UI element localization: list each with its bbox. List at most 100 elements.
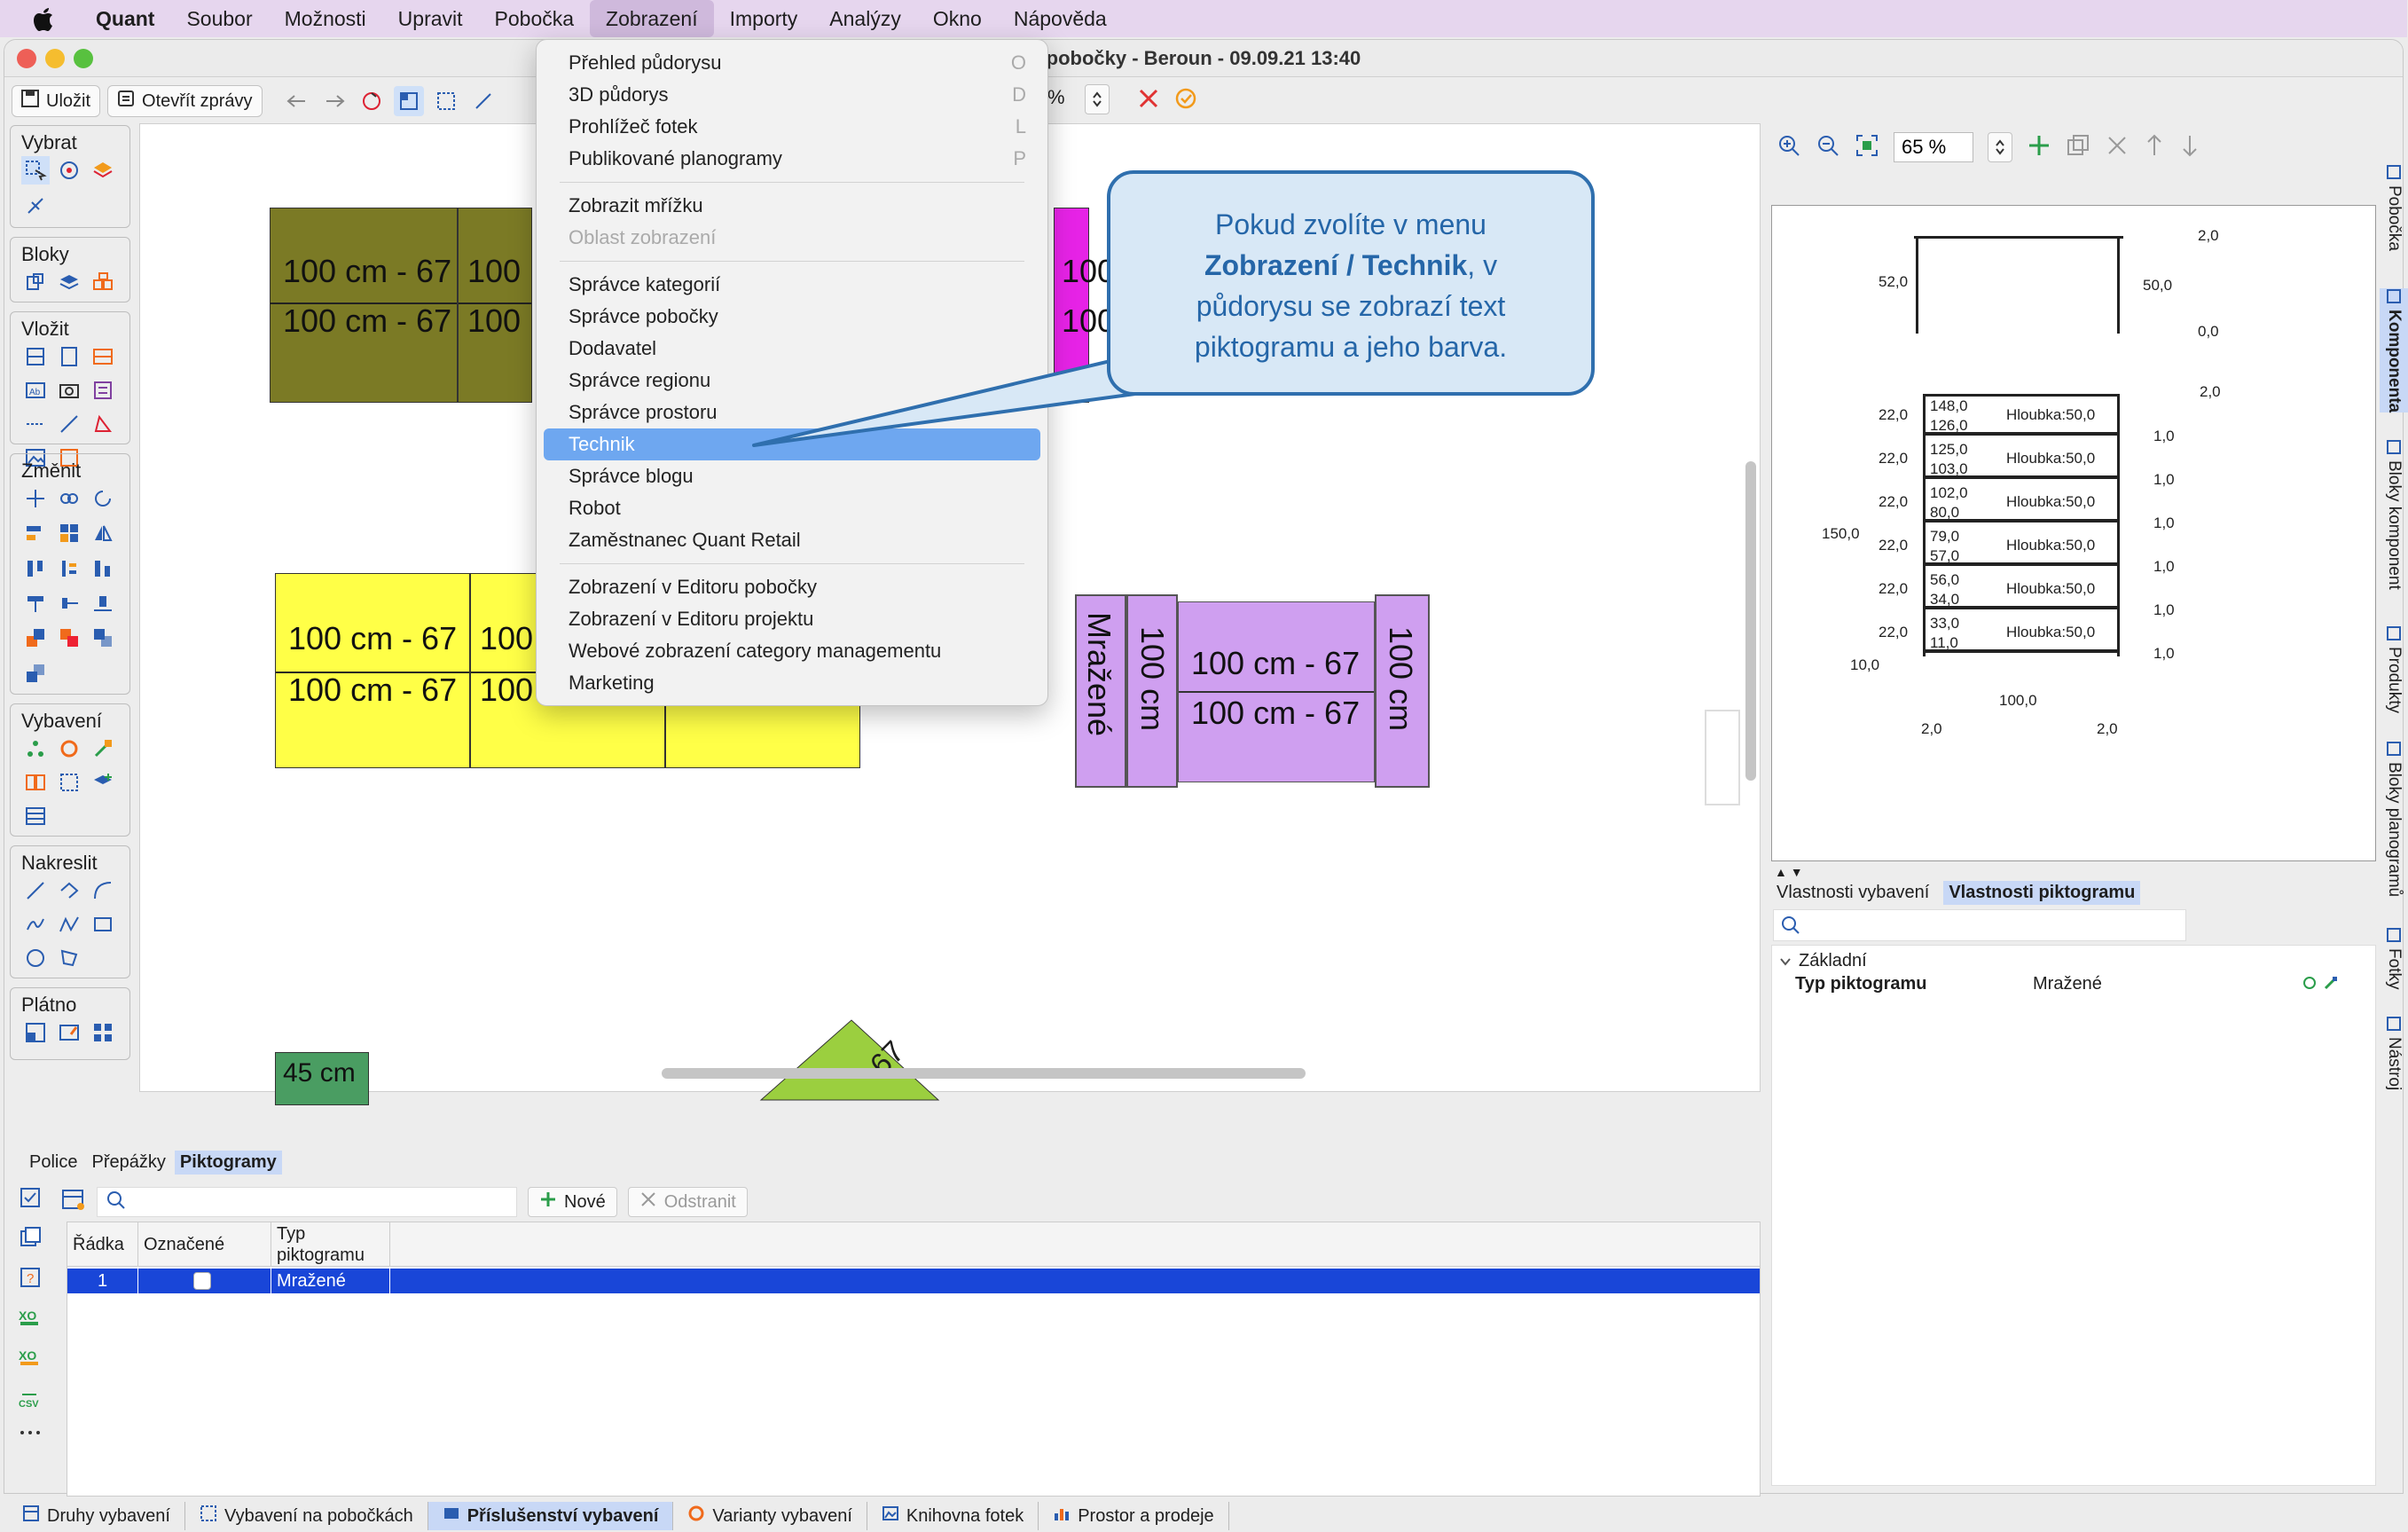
column-header-radka[interactable]: Řádka [67, 1222, 138, 1267]
copy-tool-icon[interactable] [21, 624, 50, 652]
zoom-out-icon[interactable] [1816, 133, 1840, 162]
shelf-row[interactable] [1926, 570, 2120, 609]
lasso-tool-icon[interactable] [21, 192, 50, 220]
insert-wall-icon[interactable] [89, 342, 117, 371]
edit-icon[interactable] [2324, 976, 2338, 994]
align-top-icon[interactable] [21, 554, 50, 583]
align-middle-icon[interactable] [55, 589, 83, 617]
apple-icon[interactable] [30, 5, 57, 32]
draw-curve-icon[interactable] [21, 910, 50, 939]
small-block[interactable]: 45 cm [275, 1052, 369, 1105]
property-search-input[interactable] [1773, 909, 2186, 941]
draw-rect-icon[interactable] [89, 910, 117, 939]
shelf-row[interactable] [1926, 613, 2120, 653]
equipment-edit-icon[interactable] [89, 735, 117, 763]
insert-panel-icon[interactable] [89, 376, 117, 405]
menu-upravit[interactable]: Upravit [397, 7, 463, 30]
draw-arc-icon[interactable] [89, 876, 117, 905]
menu-item-10[interactable]: Správce prostoru [537, 397, 1047, 428]
menu-item-12[interactable]: Správce blogu [537, 460, 1047, 492]
confirm-icon[interactable] [1173, 86, 1198, 115]
menu-moznosti[interactable]: Možnosti [284, 7, 366, 30]
zoom-in-icon[interactable] [1777, 133, 1801, 162]
swap-tool-icon[interactable] [55, 624, 83, 652]
menu-item-4[interactable]: Zobrazit mřížku [537, 190, 1047, 222]
redo-icon[interactable] [319, 86, 349, 116]
reset-icon[interactable] [2302, 976, 2317, 994]
align-left-icon[interactable] [21, 519, 50, 547]
shelf-block[interactable]: 100 cm - 67 100 cm - 67 [275, 573, 470, 768]
vtab-5[interactable]: Fotky [2380, 927, 2408, 989]
menu-zobrazeni[interactable]: Zobrazení [590, 0, 714, 37]
component-zoom-stepper[interactable] [1988, 132, 2012, 162]
menu-item-11[interactable]: Technik [544, 428, 1040, 460]
insert-text-icon[interactable]: Ab [21, 376, 50, 405]
vtab-3[interactable]: Produkty [2380, 625, 2408, 713]
block-tool-icon[interactable] [21, 268, 50, 296]
vertical-scrollbar[interactable] [1745, 461, 1756, 781]
bottom-search-input[interactable] [97, 1187, 517, 1217]
equipment-link-icon[interactable] [55, 735, 83, 763]
delete-button[interactable]: Odstranit [627, 1187, 748, 1217]
panel-collapse-icon[interactable]: ▲ ▼ [1775, 865, 1803, 879]
diamond-block[interactable] [759, 1019, 940, 1101]
draw-polyline-icon[interactable] [55, 876, 83, 905]
menu-item-14[interactable]: Zaměstnanec Quant Retail [537, 524, 1047, 556]
draw-line-icon[interactable] [21, 876, 50, 905]
component-zoom-input[interactable] [1894, 132, 1973, 162]
task-vybaveni-na-pobockach[interactable]: Vybavení na pobočkách [185, 1502, 428, 1530]
target-tool-icon[interactable] [55, 156, 83, 185]
horizontal-scrollbar[interactable] [662, 1068, 1306, 1079]
equipment-list-icon[interactable] [21, 802, 50, 830]
shelf-row[interactable] [1926, 396, 2120, 436]
vtab-4[interactable]: Bloky planogramů [2380, 741, 2408, 897]
move-up-icon[interactable] [2144, 133, 2165, 162]
menu-item-15[interactable]: Zobrazení v Editoru pobočky [537, 571, 1047, 603]
menu-soubor[interactable]: Soubor [186, 7, 253, 30]
insert-shelf-icon[interactable] [21, 342, 50, 371]
grid-tool-icon[interactable] [55, 519, 83, 547]
undo-icon[interactable] [282, 86, 312, 116]
canvas-edit-icon[interactable] [55, 1018, 83, 1047]
shelf-block[interactable]: 100 100 [458, 208, 532, 403]
align-center-icon[interactable] [21, 589, 50, 617]
fit-view-icon[interactable] [1855, 133, 1879, 162]
menu-item-8[interactable]: Dodavatel [537, 333, 1047, 365]
vtab-1[interactable]: Komponenta [2380, 288, 2408, 413]
rotate-tool-icon[interactable] [89, 484, 117, 513]
tab-police[interactable]: Police [29, 1152, 78, 1172]
task-prislusenstvi-vybaveni[interactable]: Příslušenství vybavení [427, 1502, 674, 1530]
menu-item-7[interactable]: Správce pobočky [537, 301, 1047, 333]
frozen-block[interactable]: Mražené [1075, 594, 1126, 788]
shelf-row[interactable] [1926, 439, 2120, 479]
overlap-tool-icon[interactable] [89, 624, 117, 652]
column-header-typ[interactable]: Typ piktogramu [271, 1222, 390, 1267]
mirror-tool-icon[interactable] [89, 519, 117, 547]
remove-icon[interactable] [2105, 133, 2130, 162]
save-button[interactable]: Uložit [12, 85, 101, 117]
table-settings-icon[interactable] [61, 1189, 86, 1216]
menu-okno[interactable]: Okno [932, 7, 982, 30]
more-icon[interactable] [19, 1426, 54, 1442]
check-all-icon[interactable] [19, 1186, 54, 1214]
canvas-grid-icon[interactable] [89, 1018, 117, 1047]
insert-camera-icon[interactable] [55, 376, 83, 405]
equipment-tree-icon[interactable] [21, 735, 50, 763]
task-druhy-vybaveni[interactable]: Druhy vybavení [8, 1502, 185, 1530]
export-csv-icon[interactable]: CSV [19, 1386, 54, 1413]
vtab-2[interactable]: Bloky komponent [2380, 439, 2408, 590]
menu-item-16[interactable]: Zobrazení v Editoru projektu [537, 603, 1047, 635]
tab-vlastnosti-vybaveni[interactable]: Vlastnosti vybavení [1777, 883, 1930, 902]
select-mode-icon[interactable] [393, 86, 424, 116]
refresh-icon[interactable] [357, 86, 387, 116]
add-icon[interactable] [2027, 133, 2051, 162]
marked-checkbox[interactable] [193, 1272, 211, 1290]
task-varianty-vybaveni[interactable]: Varianty vybavení [673, 1502, 867, 1530]
component-drawing[interactable]: 52,0 50,0 0,0 2,0 2,0 150,0 10,0 100,0 2… [1771, 205, 2376, 861]
menu-importy[interactable]: Importy [729, 7, 798, 30]
menu-app-name[interactable]: Quant [96, 7, 155, 30]
bring-front-icon[interactable] [21, 659, 50, 687]
menu-napoveda[interactable]: Nápověda [1013, 7, 1107, 30]
measure-icon[interactable] [468, 86, 498, 116]
